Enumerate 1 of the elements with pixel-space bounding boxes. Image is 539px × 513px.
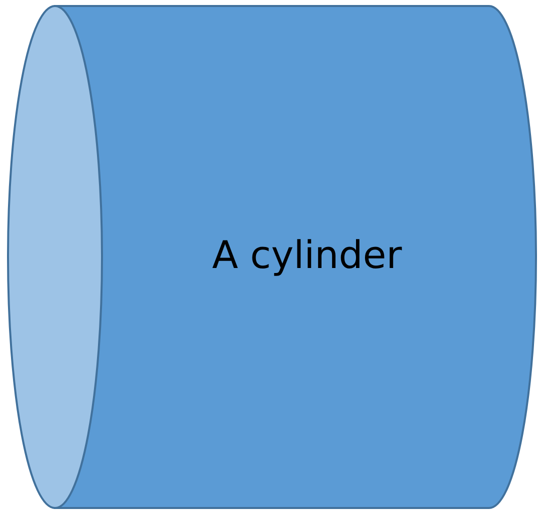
cylinder-label: A cylinder — [212, 233, 402, 277]
